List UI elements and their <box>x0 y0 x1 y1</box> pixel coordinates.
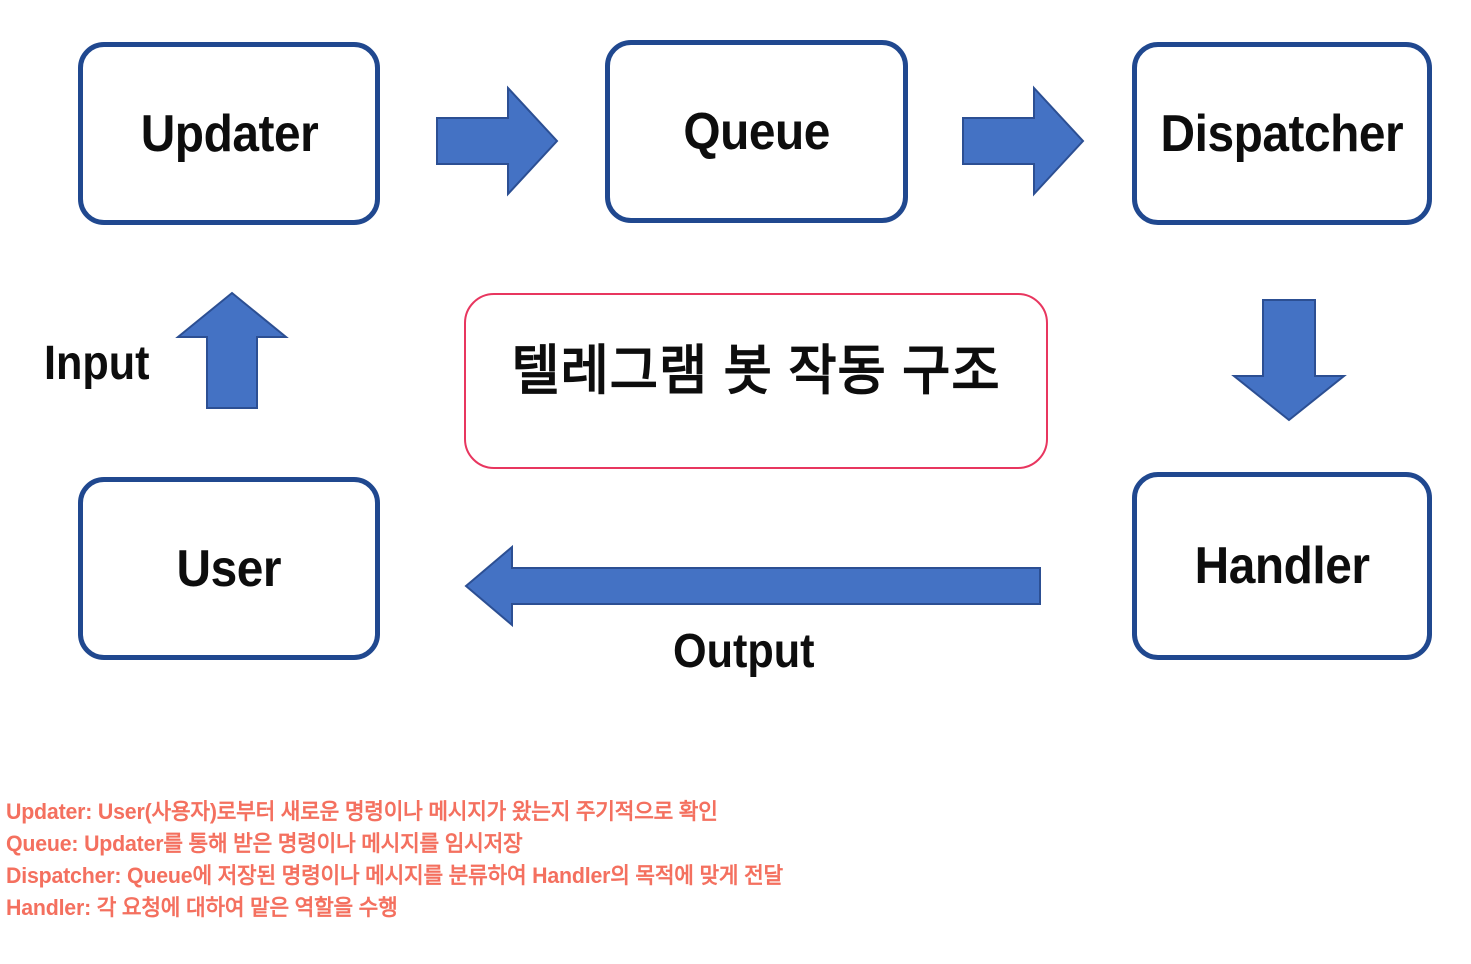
edge-label-input: Input <box>44 337 150 390</box>
up-arrow-icon-user-to-updater <box>175 291 289 409</box>
left-arrow-icon-handler-to-user <box>464 544 1041 628</box>
right-arrow-icon-queue-to-dispatcher <box>962 85 1085 197</box>
node-handler[interactable]: Handler <box>1132 472 1432 660</box>
legend-line-handler: Handler: 각 요청에 대하여 맡은 역할을 수행 <box>6 895 398 920</box>
node-handler-label: Handler <box>1194 537 1370 595</box>
node-queue-label: Queue <box>683 102 830 161</box>
edge-label-output: Output <box>673 625 815 678</box>
node-dispatcher[interactable]: Dispatcher <box>1132 42 1432 225</box>
node-user[interactable]: User <box>78 477 380 660</box>
legend-line-dispatcher: Dispatcher: Queue에 저장된 명령이나 메시지를 분류하여 Ha… <box>6 863 783 888</box>
node-dispatcher-label: Dispatcher <box>1160 104 1404 163</box>
legend: Updater: User(사용자)로부터 새로운 명령이나 메시지가 왔는지 … <box>6 796 1446 924</box>
diagram-title: 텔레그램 봇 작동 구조 <box>511 341 1001 401</box>
diagram-title-box: 텔레그램 봇 작동 구조 <box>464 293 1048 469</box>
node-user-label: User <box>176 539 282 598</box>
node-queue[interactable]: Queue <box>605 40 908 223</box>
right-arrow-icon-updater-to-queue <box>436 85 559 197</box>
legend-line-updater: Updater: User(사용자)로부터 새로운 명령이나 메시지가 왔는지 … <box>6 799 718 824</box>
legend-line-queue: Queue: Updater를 통해 받은 명령이나 메시지를 임시저장 <box>6 831 523 856</box>
node-updater[interactable]: Updater <box>78 42 380 225</box>
node-updater-label: Updater <box>140 104 318 163</box>
down-arrow-icon-dispatcher-to-handler <box>1231 299 1347 422</box>
